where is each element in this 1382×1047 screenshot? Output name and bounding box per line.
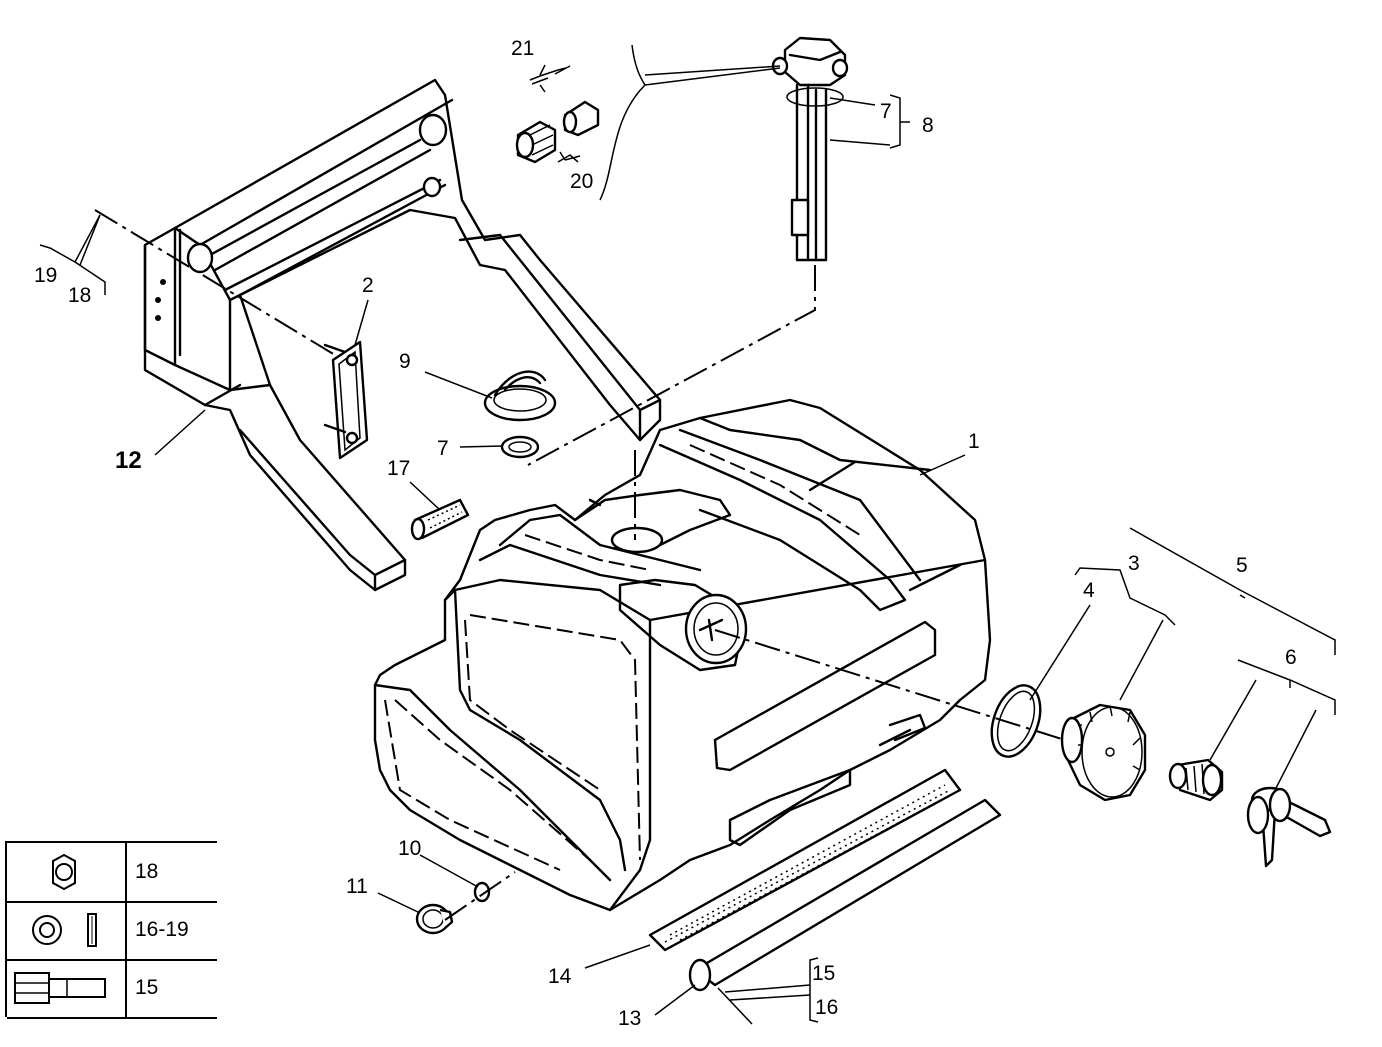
callout-7-ring: 7 <box>437 437 449 460</box>
callout-5: 5 <box>1236 554 1248 577</box>
callout-6: 6 <box>1285 646 1297 669</box>
callout-4: 4 <box>1083 579 1095 602</box>
callout-16: 16 <box>815 996 838 1019</box>
callout-20: 20 <box>570 170 593 193</box>
callout-2: 2 <box>362 274 374 297</box>
callout-8: 8 <box>922 114 934 137</box>
legend-row-bolt: 15 <box>7 959 217 1019</box>
filler-cap-assembly <box>990 684 1224 802</box>
callout-10: 10 <box>398 837 421 860</box>
legend-label-15: 15 <box>135 976 159 999</box>
leader-lines <box>39 44 1336 1025</box>
callout-13: 13 <box>618 1007 641 1030</box>
callout-11: 11 <box>346 875 368 898</box>
mounting-strips <box>648 768 1002 992</box>
callout-14: 14 <box>548 965 572 988</box>
tank-bracket-frame <box>143 78 662 592</box>
fastener-legend: 18 16-19 15 <box>5 841 217 1019</box>
assembly-lines <box>94 209 1066 921</box>
callout-12: 12 <box>115 447 142 474</box>
callout-17: 17 <box>387 457 410 480</box>
callout-3: 3 <box>1128 552 1140 575</box>
fuel-level-sender <box>771 36 849 262</box>
legend-label-18: 18 <box>135 860 159 883</box>
drain-plug <box>415 881 491 935</box>
callout-18: 18 <box>68 284 91 307</box>
legend-row-nut: 18 <box>7 843 217 903</box>
fuel-tank <box>373 398 992 912</box>
clamp-plate <box>323 340 369 460</box>
callout-9: 9 <box>399 350 411 373</box>
key-set <box>1246 786 1332 868</box>
callout-21: 21 <box>511 37 534 60</box>
callout-15: 15 <box>812 962 835 985</box>
fuel-strainer <box>410 498 470 541</box>
hex-nut-icon <box>52 853 76 891</box>
legend-row-washer: 16-19 <box>7 901 217 961</box>
legend-label-16-19: 16-19 <box>135 918 189 941</box>
hose-fittings <box>515 65 600 164</box>
callout-labels: 1 2 3 4 5 6 7 7 8 9 10 11 12 13 14 15 16… <box>34 37 1297 1030</box>
callout-7-top: 7 <box>880 100 892 123</box>
washer-icon <box>32 913 97 947</box>
callout-1: 1 <box>968 430 980 453</box>
sealing-ring-assembly <box>483 370 557 459</box>
callout-19: 19 <box>34 264 57 287</box>
bolt-icon <box>14 972 106 1004</box>
